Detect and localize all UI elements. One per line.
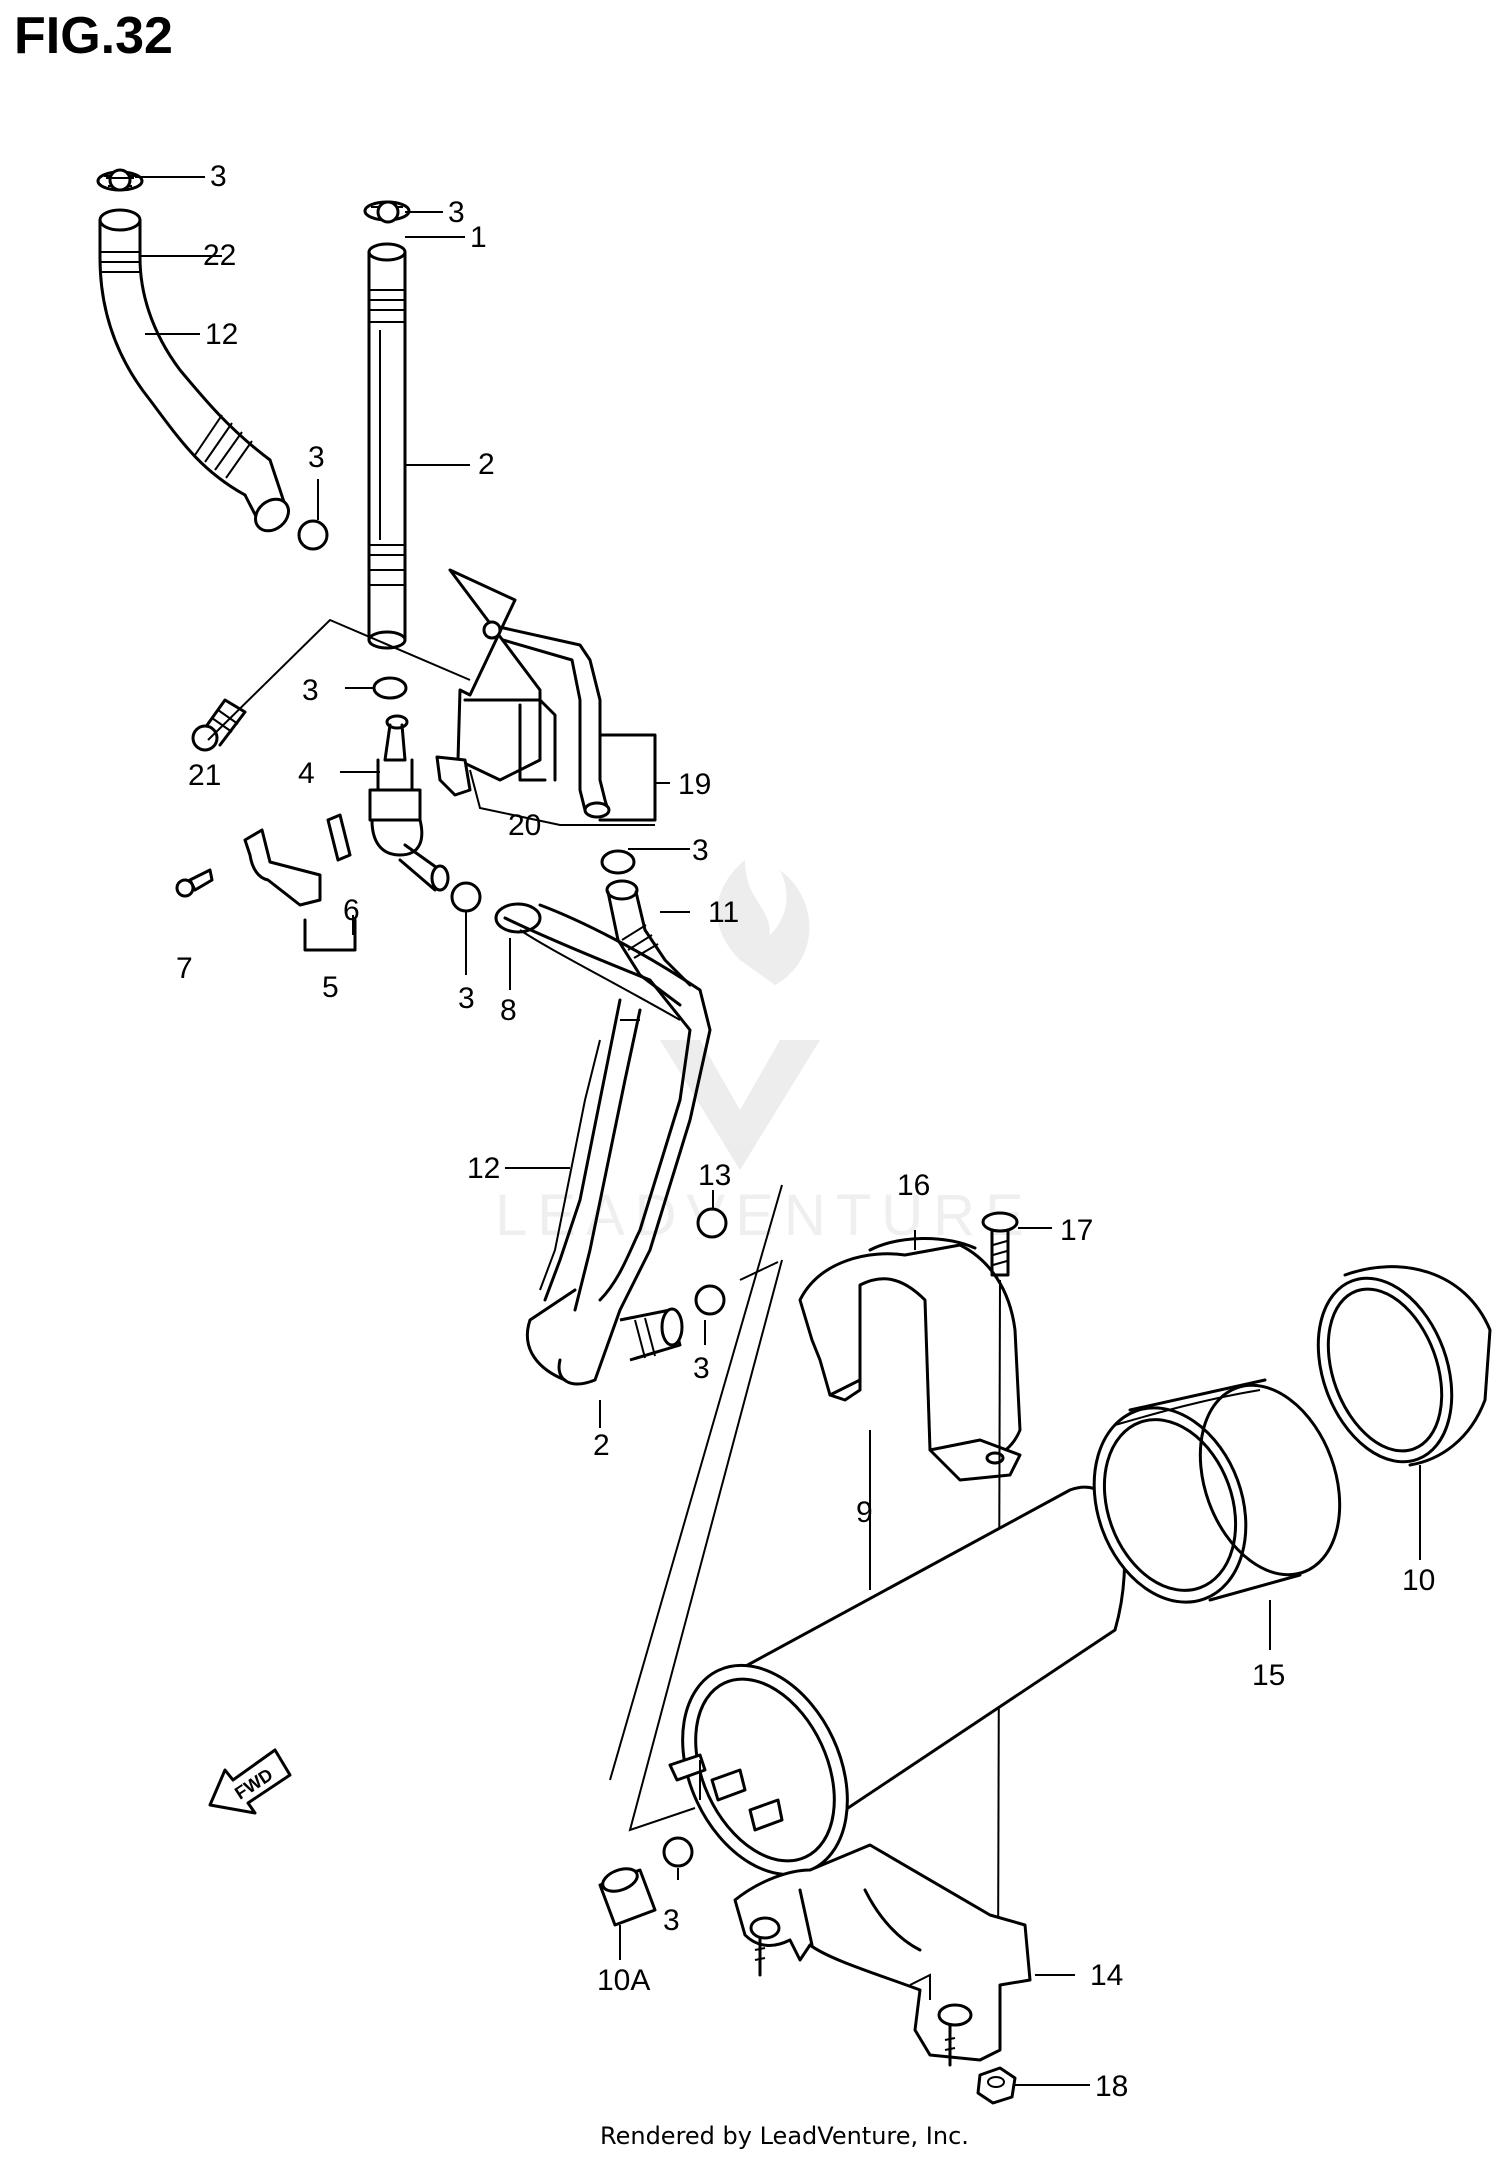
clamp-icon (696, 1207, 728, 1239)
callout-3: 3 (663, 1904, 680, 1937)
part-hose-upper-left (96, 170, 290, 533)
assembly-outline (609, 1184, 783, 1832)
part-hose-8 (494, 902, 712, 1386)
callout-2: 2 (478, 448, 495, 481)
callout-1: 1 (470, 221, 487, 254)
leader-lines (135, 176, 1421, 2086)
callout-2: 2 (593, 1429, 610, 1462)
part-bolt-21 (191, 618, 471, 752)
callout-15: 15 (1252, 1659, 1285, 1692)
part-nut-18 (976, 2066, 1017, 2105)
callout-19: 19 (678, 768, 711, 801)
callout-11: 11 (708, 896, 739, 929)
part-valve-4 (368, 714, 450, 892)
callout-4: 4 (298, 757, 315, 790)
watermark-text: LEADVENTURE (495, 1183, 1034, 1248)
callout-3: 3 (302, 674, 319, 707)
clamp-icon (662, 1836, 694, 1868)
callout-22: 22 (203, 239, 236, 272)
callout-12: 12 (205, 318, 238, 351)
callout-16: 16 (897, 1169, 930, 1202)
part-clamps (106, 168, 728, 1868)
callout-7: 7 (176, 952, 193, 985)
callout-labels: 3 22 12 3 1 2 3 3 4 21 19 20 6 7 5 3 8 3… (176, 160, 1435, 2103)
v-mark-icon (660, 1040, 820, 1170)
callout-3: 3 (210, 160, 227, 193)
part-hose-11 (605, 879, 692, 1007)
callout-5: 5 (322, 971, 339, 1004)
part-canister-9 (668, 1485, 1126, 1877)
callout-9: 9 (856, 1496, 873, 1529)
watermark-logo: LEADVENTURE (495, 860, 1034, 1248)
callout-8: 8 (500, 994, 517, 1027)
part-bracket-14 (733, 1843, 1032, 2067)
callout-3: 3 (692, 834, 709, 867)
callout-3: 3 (458, 982, 475, 1015)
callout-18: 18 (1095, 2070, 1128, 2103)
callout-13: 13 (698, 1159, 731, 1192)
callout-3: 3 (308, 441, 325, 474)
part-clip-5 (175, 813, 357, 952)
part-hose-vertical (363, 200, 411, 650)
callout-21: 21 (188, 759, 221, 792)
callout-6: 6 (343, 894, 360, 927)
clamp-icon (694, 1284, 726, 1316)
part-bracket-19 (435, 568, 657, 822)
callout-12: 12 (467, 1152, 500, 1185)
clamp-icon (106, 168, 134, 192)
footer-credit: Rendered by LeadVenture, Inc. (600, 2122, 969, 2150)
callout-3: 3 (448, 196, 465, 229)
flame-icon (717, 860, 810, 985)
clamp-icon (372, 676, 408, 700)
clamp-icon (600, 849, 636, 875)
clamp-icon (376, 200, 400, 224)
callout-14: 14 (1090, 1959, 1123, 1992)
figure-title: FIG.32 (14, 7, 173, 65)
callout-20: 20 (508, 809, 541, 842)
part-sleeve-15 (1092, 1378, 1342, 1604)
part-plug-10a (598, 1867, 657, 1927)
callout-10: 10 (1402, 1564, 1435, 1597)
part-cap-10 (1316, 1265, 1492, 1467)
callout-10a: 10A (597, 1964, 650, 1997)
callout-3: 3 (693, 1352, 710, 1385)
part-holder-16 (798, 1237, 1022, 1482)
callout-17: 17 (1060, 1214, 1093, 1247)
fwd-arrow: FWD (208, 1748, 292, 1815)
clamp-icon (450, 881, 482, 913)
clamp-icon (297, 519, 329, 551)
